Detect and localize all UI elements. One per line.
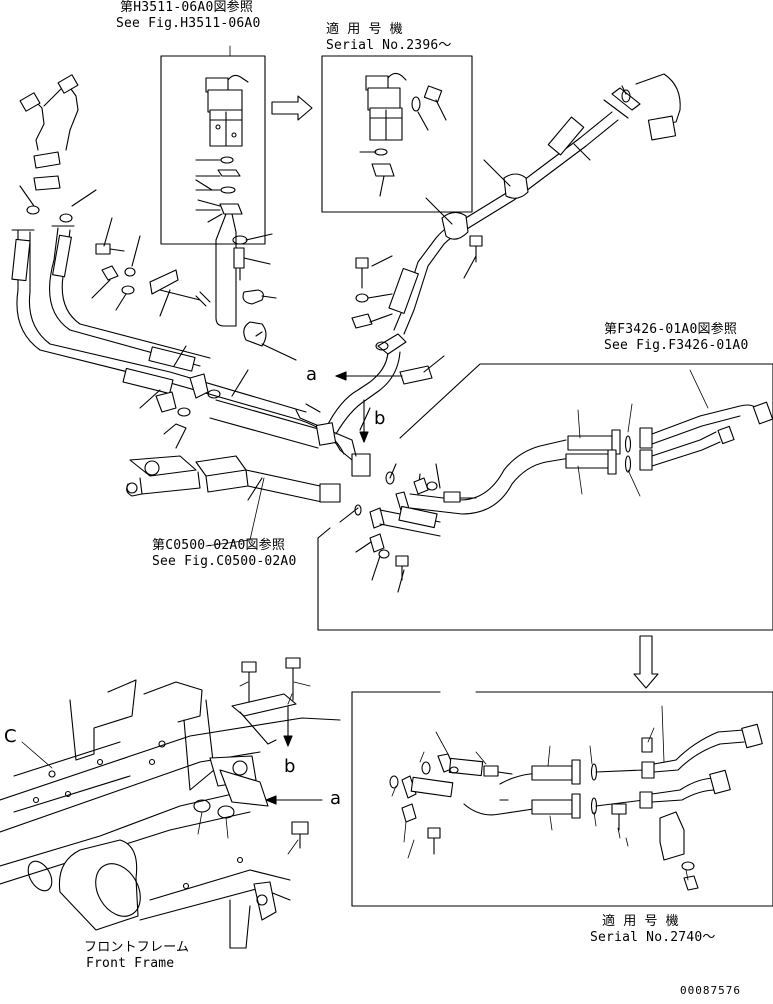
front-frame-jp: フロントフレーム — [84, 940, 190, 955]
bolt-set-left — [95, 243, 211, 307]
serial-2396-box — [321, 55, 473, 213]
lower-right-pipe-assembly — [389, 705, 763, 891]
solenoid-valve-right — [359, 72, 447, 197]
central-hoses — [122, 346, 345, 455]
solenoid-valve-left — [195, 74, 249, 215]
ref-h3511-jp: 第H3511-06A0図参照 — [120, 0, 254, 15]
leader-lines — [19, 85, 627, 593]
valve-detail-box — [160, 55, 266, 245]
serial-2740-box — [351, 691, 773, 907]
label-a-lower: a — [330, 788, 342, 809]
hydraulic-block — [126, 409, 371, 503]
upper-left-pipe-assembly — [11, 74, 353, 461]
serial-top-jp: 適 用 号 機 — [326, 22, 403, 37]
upper-right-pipe — [351, 73, 681, 335]
label-c-lower: C — [4, 726, 17, 747]
f3426-box — [317, 363, 773, 631]
label-b-lower: b — [284, 756, 296, 777]
middle-fittings — [232, 235, 297, 361]
ref-f3426-en: See Fig.F3426-01A0 — [604, 338, 749, 353]
serial-bottom-en: Serial No.2740～ — [590, 930, 716, 945]
label-b-upper: b — [374, 408, 386, 429]
valve-pipe-left — [215, 213, 237, 327]
right-pipe-assembly — [354, 369, 773, 581]
serial-top-en: Serial No.2396～ — [326, 38, 452, 53]
transfer-arrow — [271, 95, 313, 121]
steering-pipe — [315, 333, 433, 446]
ref-h3511-en: See Fig.H3511-06A0 — [116, 16, 261, 31]
ref-c0500-jp: 第C0500-02A0図参照 — [152, 538, 286, 553]
drawing-number: 00087576 — [680, 984, 741, 997]
label-a-upper: a — [306, 364, 318, 385]
serial-bottom-jp: 適 用 号 機 — [602, 914, 679, 929]
front-frame — [0, 657, 341, 949]
ref-c0500-en: See Fig.C0500-02A0 — [152, 554, 297, 569]
down-arrow — [633, 635, 659, 689]
front-frame-en: Front Frame — [86, 956, 175, 971]
ref-f3426-jp: 第F3426-01A0図参照 — [604, 322, 738, 337]
